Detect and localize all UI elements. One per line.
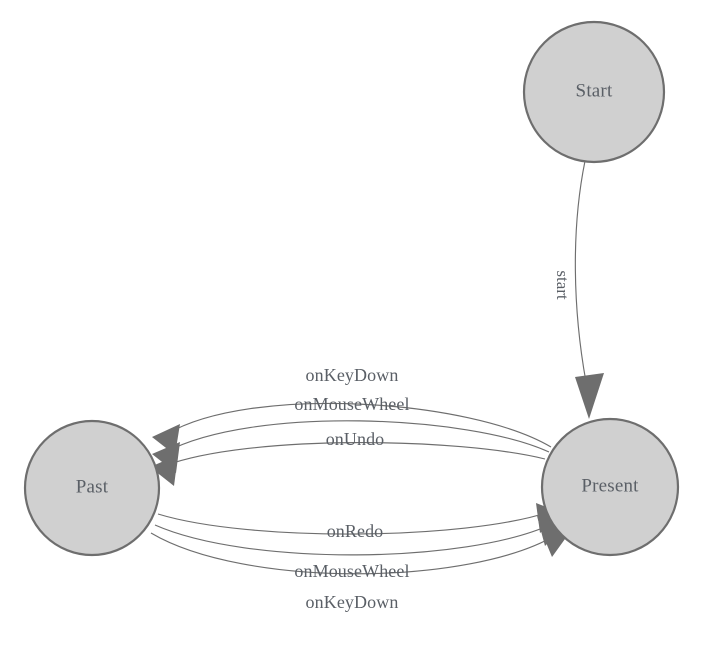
- edge-onkeydown-to-past-path: [166, 402, 552, 448]
- edge-onundo-to-past-path: [163, 442, 546, 467]
- node-past-circle: [23, 419, 161, 557]
- edge-onundo-to-past[interactable]: [150, 442, 546, 486]
- node-start[interactable]: Start: [522, 20, 666, 164]
- node-present-circle: [540, 417, 680, 557]
- node-present-label: Present: [581, 475, 639, 496]
- edge-label-onundo: onUndo: [326, 429, 385, 449]
- node-past-label: Past: [76, 476, 109, 497]
- edge-label-onkeydown-to-present: onKeyDown: [306, 592, 399, 612]
- edge-onredo-to-present-path: [157, 511, 550, 535]
- edge-onmousewheel-to-present-path: [154, 523, 553, 556]
- node-past[interactable]: Past: [23, 419, 161, 557]
- edge-start[interactable]: [574, 160, 604, 419]
- edge-onkeydown-to-present-path: [150, 532, 557, 575]
- edge-start-path: [574, 160, 587, 383]
- node-start-circle: [522, 20, 666, 164]
- edge-label-onredo: onRedo: [327, 521, 384, 541]
- edge-onmousewheel-to-past-path: [165, 420, 550, 453]
- edge-label-onkeydown-to-past: onKeyDown: [306, 365, 399, 385]
- edge-start-arrowhead: [575, 373, 604, 419]
- node-present[interactable]: Present: [540, 417, 680, 557]
- edge-label-onmousewheel-to-past: onMouseWheel: [294, 394, 409, 414]
- edge-label-start: start: [553, 270, 572, 300]
- node-start-label: Start: [576, 80, 613, 101]
- edge-label-onmousewheel-to-present: onMouseWheel: [294, 561, 409, 581]
- edge-onundo-to-past-arrowhead: [150, 455, 178, 486]
